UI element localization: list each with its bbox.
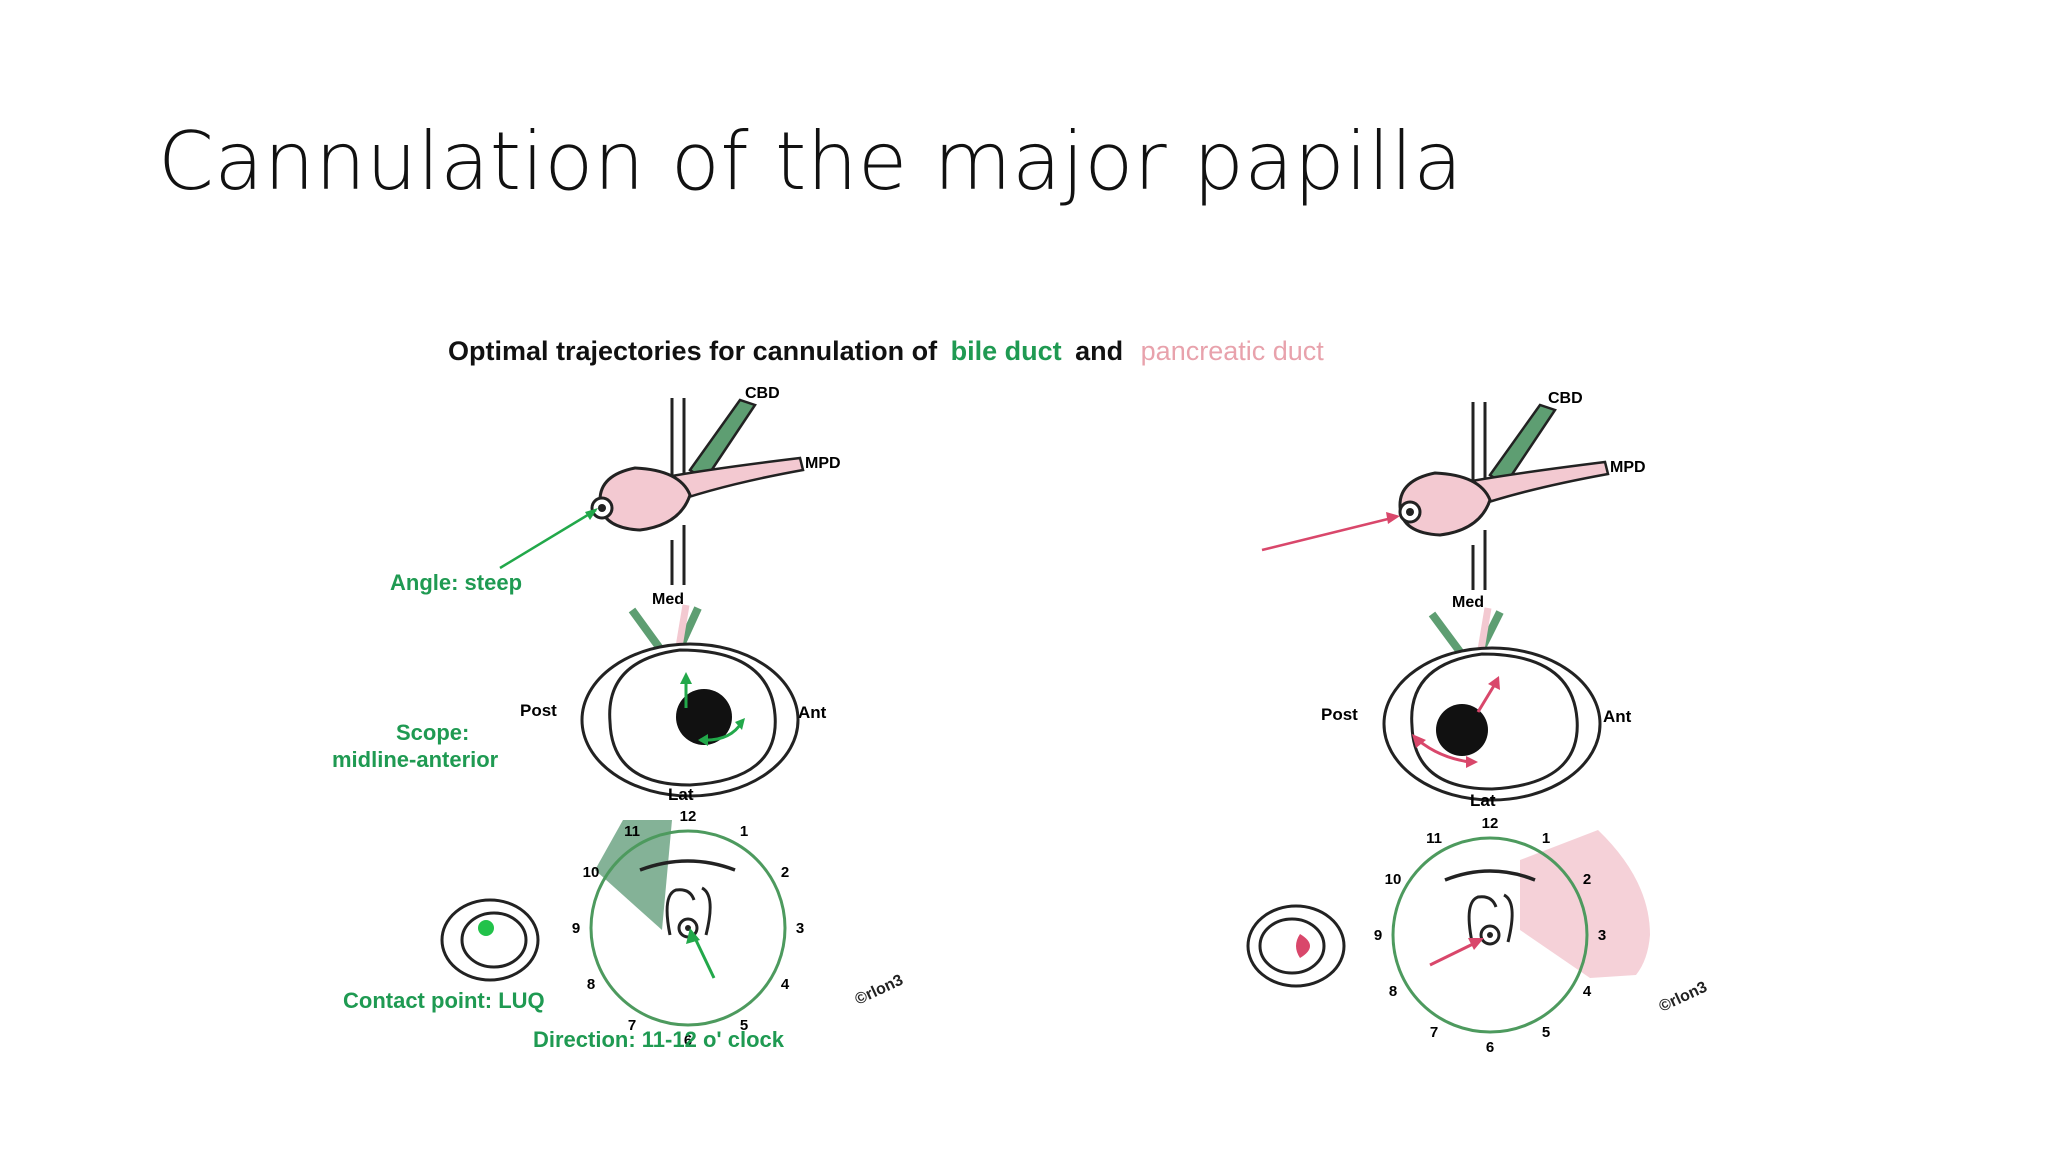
clock-number: 12 bbox=[680, 808, 697, 825]
clock-number: 3 bbox=[796, 920, 804, 937]
left-label-lat: Lat bbox=[668, 785, 694, 804]
clock-number: 4 bbox=[1583, 983, 1592, 1000]
clock-number: 5 bbox=[1542, 1024, 1550, 1041]
caption: Optimal trajectories for cannulation of … bbox=[448, 336, 1324, 366]
right-contact-outer bbox=[1246, 904, 1346, 988]
clock-number: 8 bbox=[1389, 983, 1397, 1000]
right-papilla bbox=[1398, 471, 1492, 537]
clock-number: 3 bbox=[1598, 927, 1606, 944]
clock-number: 1 bbox=[740, 823, 748, 840]
caption-pancreatic: pancreatic duct bbox=[1141, 336, 1325, 366]
left-cs-scope bbox=[676, 689, 732, 745]
left-scope-line2: midline-anterior bbox=[332, 747, 499, 772]
left-direction-label: Direction: 11-12 o' clock bbox=[533, 1027, 785, 1052]
caption-and: and bbox=[1075, 336, 1123, 366]
right-label-mpd: MPD bbox=[1610, 459, 1646, 476]
right-contact-point bbox=[1296, 934, 1310, 958]
left-label-post: Post bbox=[520, 701, 557, 720]
left-angle-label: Angle: steep bbox=[390, 570, 522, 595]
right-copyright: ©rlon3 bbox=[1657, 979, 1710, 1016]
right-label-med: Med bbox=[1452, 594, 1484, 611]
right-label-ant: Ant bbox=[1603, 707, 1632, 726]
left-contact-outer bbox=[440, 898, 540, 982]
clock-number: 6 bbox=[1486, 1039, 1494, 1056]
clock-number: 7 bbox=[1430, 1024, 1438, 1041]
left-angle-arrow bbox=[499, 508, 597, 570]
clock-number: 12 bbox=[1482, 815, 1499, 832]
clock-number: 5 bbox=[740, 1017, 748, 1034]
clock-number: 9 bbox=[1374, 927, 1382, 944]
clock-number: 10 bbox=[583, 864, 600, 881]
left-direction-arrow bbox=[692, 935, 716, 979]
clock-number: 10 bbox=[1385, 871, 1402, 888]
left-contact-point bbox=[478, 920, 494, 936]
clock-number: 1 bbox=[1542, 830, 1550, 847]
slide-title: Cannulation of the major papilla bbox=[158, 115, 1463, 208]
arrow-up-icon bbox=[1488, 676, 1500, 690]
arrow-up-icon bbox=[680, 672, 692, 684]
left-scope-line1: Scope: bbox=[396, 720, 469, 745]
right-cs-outer bbox=[1382, 646, 1602, 802]
left-papilla bbox=[598, 466, 692, 532]
arrow-rotate-icon bbox=[735, 718, 745, 730]
left-clock-face bbox=[589, 829, 787, 1027]
left-label-cbd: CBD bbox=[745, 385, 780, 402]
left-contact-label: Contact point: LUQ bbox=[343, 988, 545, 1013]
clock-number: 11 bbox=[1426, 830, 1442, 847]
clock-number: 8 bbox=[587, 976, 595, 993]
left-panel: CBD MPD Angle: steep Med Post Ant Lat Sc… bbox=[332, 385, 906, 1052]
right-angle-arrow bbox=[1261, 516, 1393, 552]
clock-number: 11 bbox=[624, 823, 640, 840]
caption-prefix: Optimal trajectories for cannulation of bbox=[448, 336, 938, 366]
right-label-lat: Lat bbox=[1470, 791, 1496, 810]
left-label-mpd: MPD bbox=[805, 455, 841, 472]
caption-bile: bile duct bbox=[951, 336, 1062, 366]
arrow-head-icon bbox=[585, 508, 598, 520]
clock-number: 9 bbox=[572, 920, 580, 937]
clock-number: 2 bbox=[1583, 871, 1591, 888]
left-cs-inner bbox=[608, 648, 777, 787]
left-clock-sector bbox=[595, 820, 672, 930]
left-copyright: ©rlon3 bbox=[853, 972, 906, 1009]
right-clock-sector bbox=[1520, 830, 1650, 978]
right-cs-scope bbox=[1436, 704, 1488, 756]
clock-number: 6 bbox=[684, 1032, 692, 1049]
clock-number: 2 bbox=[781, 864, 789, 881]
clock-number: 4 bbox=[781, 976, 790, 993]
right-label-cbd: CBD bbox=[1548, 390, 1583, 407]
right-panel: CBD MPD Med Post Ant Lat 121234567891011… bbox=[1246, 390, 1710, 1056]
left-label-ant: Ant bbox=[798, 703, 827, 722]
arrow-rotate-icon bbox=[1466, 756, 1478, 768]
right-label-post: Post bbox=[1321, 705, 1358, 724]
right-direction-arrow bbox=[1429, 941, 1476, 967]
right-clock-face bbox=[1391, 836, 1589, 1034]
clock-number: 7 bbox=[628, 1017, 636, 1034]
left-label-med: Med bbox=[652, 591, 684, 608]
arrow-head-icon bbox=[1386, 512, 1400, 524]
